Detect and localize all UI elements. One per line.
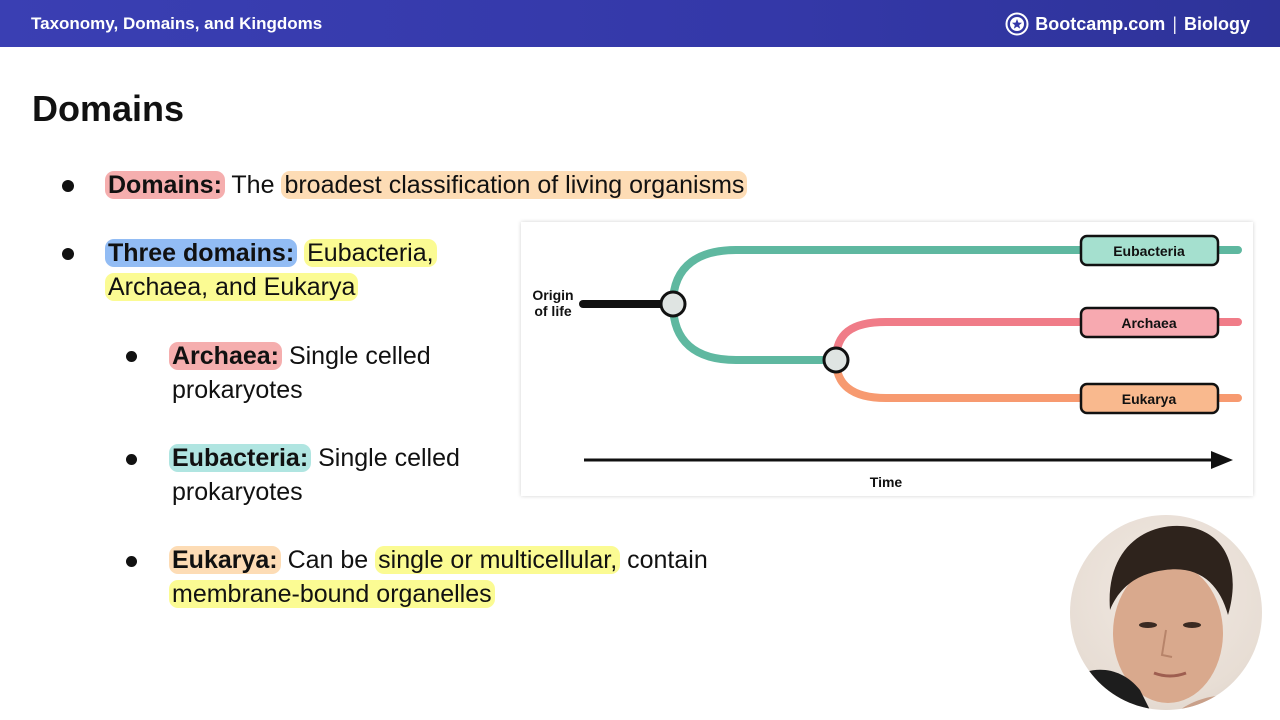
bullet-dot — [62, 248, 74, 260]
presenter-webcam — [1070, 515, 1262, 710]
bullet-text: prokaryotes — [172, 376, 303, 404]
origin-label-line1: Origin — [532, 287, 573, 303]
bullet-eukarya: Eukarya: Can be single or multicellular,… — [169, 543, 708, 611]
bullet-text: The — [231, 171, 275, 199]
term-three-domains: Three domains: — [105, 239, 298, 267]
origin-label-line2: of life — [534, 303, 572, 319]
bullet-eubacteria: Eubacteria: Single celled prokaryotes — [169, 441, 460, 509]
brand-separator: | — [1172, 13, 1177, 34]
presenter-image — [1070, 525, 1262, 710]
label-eubacteria: Eubacteria — [1113, 243, 1185, 259]
split-node — [822, 346, 850, 374]
bullet-text: prokaryotes — [172, 478, 303, 506]
term-eubacteria: Eubacteria: — [169, 444, 312, 472]
brand-site: Bootcamp.com — [1035, 13, 1166, 34]
branch-trunk — [669, 300, 840, 364]
label-box-eukarya — [1079, 382, 1220, 415]
lesson-title: Taxonomy, Domains, and Kingdoms — [31, 14, 323, 33]
term-domains: Domains: — [105, 171, 225, 199]
bullet-text: Can be — [287, 546, 369, 574]
brand: Bootcamp.com | Biology — [1005, 11, 1250, 37]
bullet-text: contain — [627, 546, 708, 574]
label-eukarya: Eukarya — [1122, 391, 1177, 407]
time-label: Time — [870, 474, 903, 490]
highlight-text: broadest classification of living organi… — [281, 171, 748, 199]
label-box-eubacteria — [1079, 234, 1220, 267]
brand-subject: Biology — [1184, 13, 1250, 34]
highlight-text: Archaea, and Eukarya — [105, 273, 359, 301]
slide-heading: Domains — [32, 88, 185, 129]
label-box-archaea — [1079, 306, 1220, 339]
header-bar: Taxonomy, Domains, and Kingdoms Bootcamp… — [0, 0, 1280, 47]
bullet-text: Single celled — [288, 342, 431, 370]
bullet-dot — [62, 180, 74, 192]
arrow-head-icon — [1211, 451, 1233, 469]
term-archaea: Archaea: — [169, 342, 282, 370]
term-eukarya: Eukarya: — [169, 546, 281, 574]
highlight-text: membrane-bound organelles — [169, 580, 495, 608]
bullet-three-domains: Three domains: Eubacteria, Archaea, and … — [105, 236, 437, 304]
highlight-text: Eubacteria, — [304, 239, 437, 267]
bullet-archaea: Archaea: Single celled prokaryotes — [169, 339, 431, 407]
bullet-text: Single celled — [318, 444, 460, 472]
bullet-dot — [126, 556, 137, 567]
label-archaea: Archaea — [1121, 315, 1176, 331]
bullet-dot — [126, 351, 137, 362]
phylogeny-diagram: Eubacteria Archaea Eukarya Origin of lif… — [521, 222, 1253, 496]
origin-node — [659, 290, 687, 318]
bullet-dot — [126, 454, 137, 465]
highlight-text: single or multicellular, — [375, 546, 621, 574]
bullet-domains: Domains: The broadest classification of … — [105, 168, 748, 202]
bootcamp-logo-icon — [1005, 12, 1029, 36]
